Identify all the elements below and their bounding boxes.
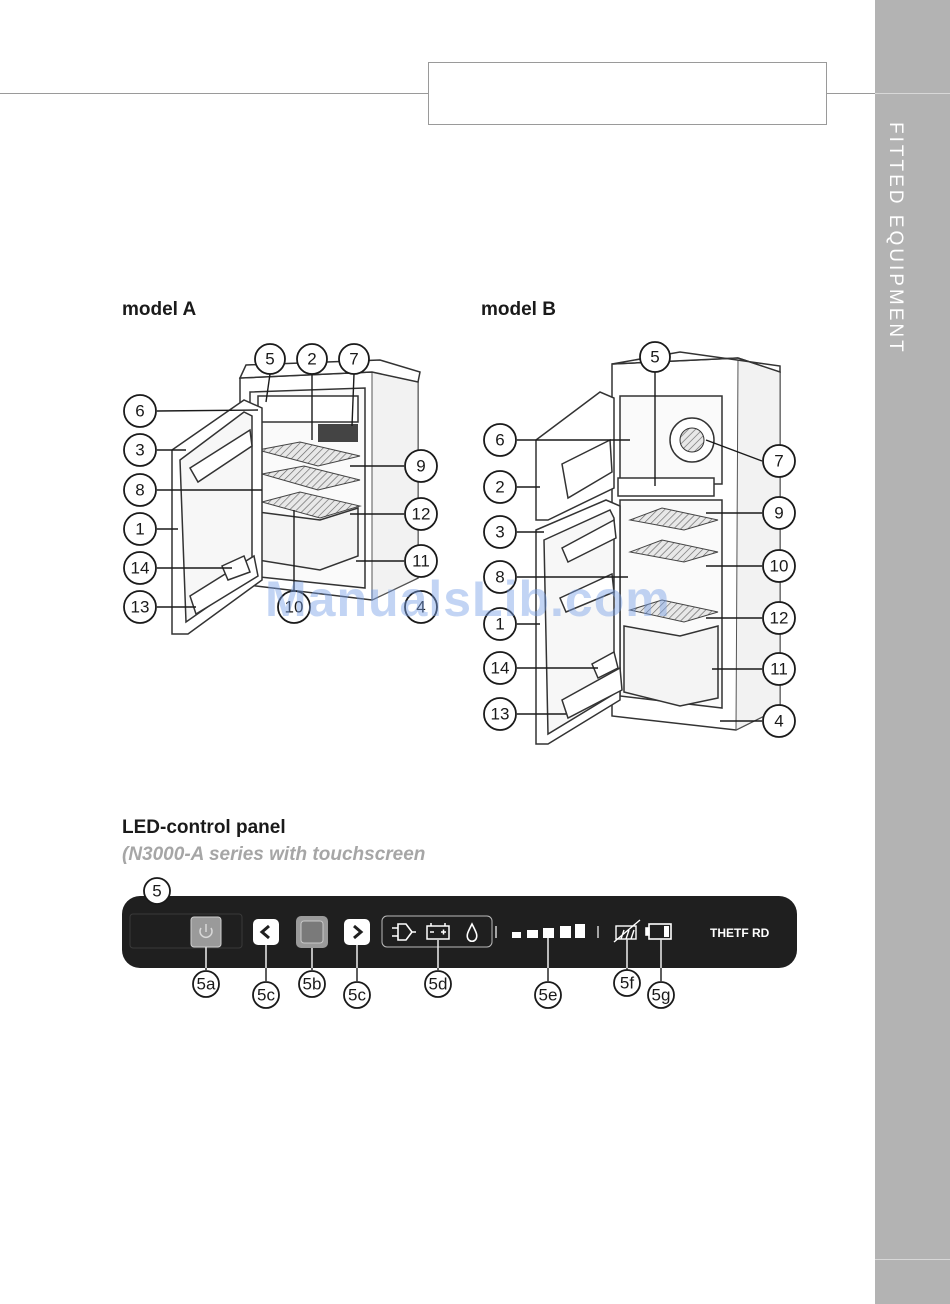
label-5d-text: 5d <box>429 975 448 994</box>
gas-drop-icon <box>467 924 477 941</box>
label-5e-text: 5e <box>539 986 558 1005</box>
label-5d: 5d <box>425 971 451 997</box>
label-5a: 5a <box>193 971 219 997</box>
brand-logo: THETF RD <box>710 926 770 940</box>
label-5g-text: 5g <box>652 986 671 1005</box>
label-5c-right-text: 5c <box>348 986 366 1005</box>
label-5f-text: 5f <box>620 974 634 993</box>
label-5f: 5f <box>614 970 640 996</box>
chevron-right-icon[interactable] <box>344 919 370 945</box>
battery-icon <box>427 923 449 939</box>
label-5e: 5e <box>535 982 561 1008</box>
label-5b-text: 5b <box>303 975 322 994</box>
label-5b: 5b <box>299 971 325 997</box>
panel-callout-5: 5 <box>144 878 170 904</box>
no-gas-icon <box>614 920 640 942</box>
battery-low-icon <box>646 924 671 939</box>
label-5c-left: 5c <box>253 982 279 1008</box>
label-5a-text: 5a <box>197 975 216 994</box>
label-5c-right: 5c <box>344 982 370 1008</box>
level-bars-icon <box>512 924 585 938</box>
chevron-left-icon[interactable] <box>253 919 279 945</box>
label-5g: 5g <box>648 982 674 1008</box>
panel-sublabels: 5a 5c 5b 5c 5d 5e 5f 5g <box>193 970 674 1008</box>
panel-callout-5-text: 5 <box>152 882 161 901</box>
label-5c-left-text: 5c <box>257 986 275 1005</box>
plug-icon <box>392 924 416 940</box>
